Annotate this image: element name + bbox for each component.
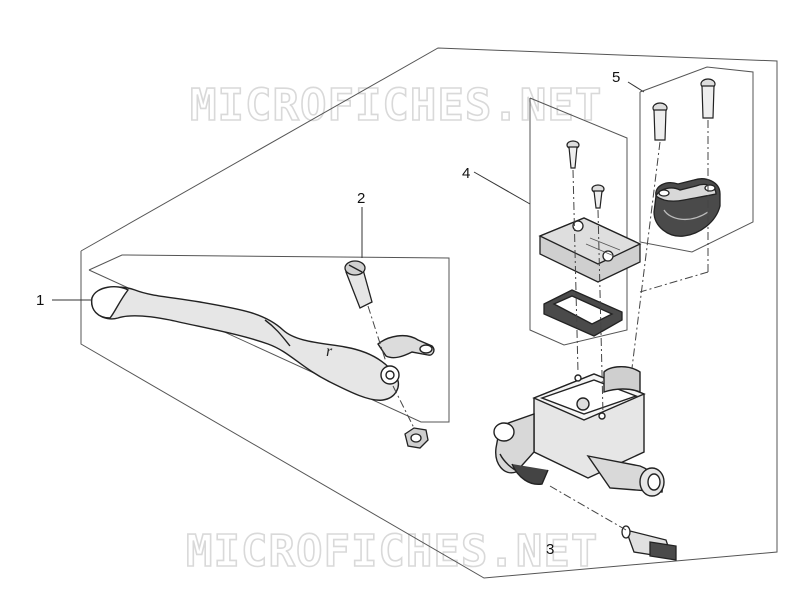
pivot-screw: [344, 260, 373, 309]
cap-axis-a: [572, 169, 579, 373]
cap-axis-b: [597, 209, 604, 415]
clamp-kit-frame: [639, 66, 754, 253]
watermark-top: MICROFICHES.NET: [190, 80, 602, 131]
reservoir-diaphragm: [543, 289, 623, 337]
callout-3: 3: [546, 541, 554, 558]
clamp-bolt-a: [652, 102, 668, 141]
master-cylinder: [493, 366, 665, 497]
switch-axis: [549, 485, 627, 531]
reservoir-cap: [538, 217, 642, 283]
assembly-frame: [80, 47, 778, 579]
pivot-screw-axis: [367, 305, 387, 363]
lever-logo: r: [326, 343, 333, 360]
watermark-bottom: MICROFICHES.NET: [186, 526, 598, 577]
cap-screw-b: [591, 184, 605, 209]
clamp-u-bolt: [653, 178, 721, 237]
clamp-bolt-b: [700, 78, 716, 119]
callout-1: 1: [36, 292, 44, 309]
callout-2: 2: [357, 190, 365, 207]
cap-kit-frame: [529, 97, 628, 346]
brake-switch: [621, 525, 677, 561]
clutch-lever: r: [90, 286, 435, 401]
clamp-axis-a: [631, 141, 661, 369]
nut-axis: [392, 385, 415, 429]
clamp-axis-c: [639, 271, 709, 293]
cap-screw-a: [566, 140, 580, 169]
callout-5: 5: [612, 69, 620, 86]
leader-5: [627, 81, 645, 93]
leader-4: [473, 171, 531, 205]
callout-4: 4: [462, 165, 470, 182]
lever-nut: [404, 427, 429, 449]
